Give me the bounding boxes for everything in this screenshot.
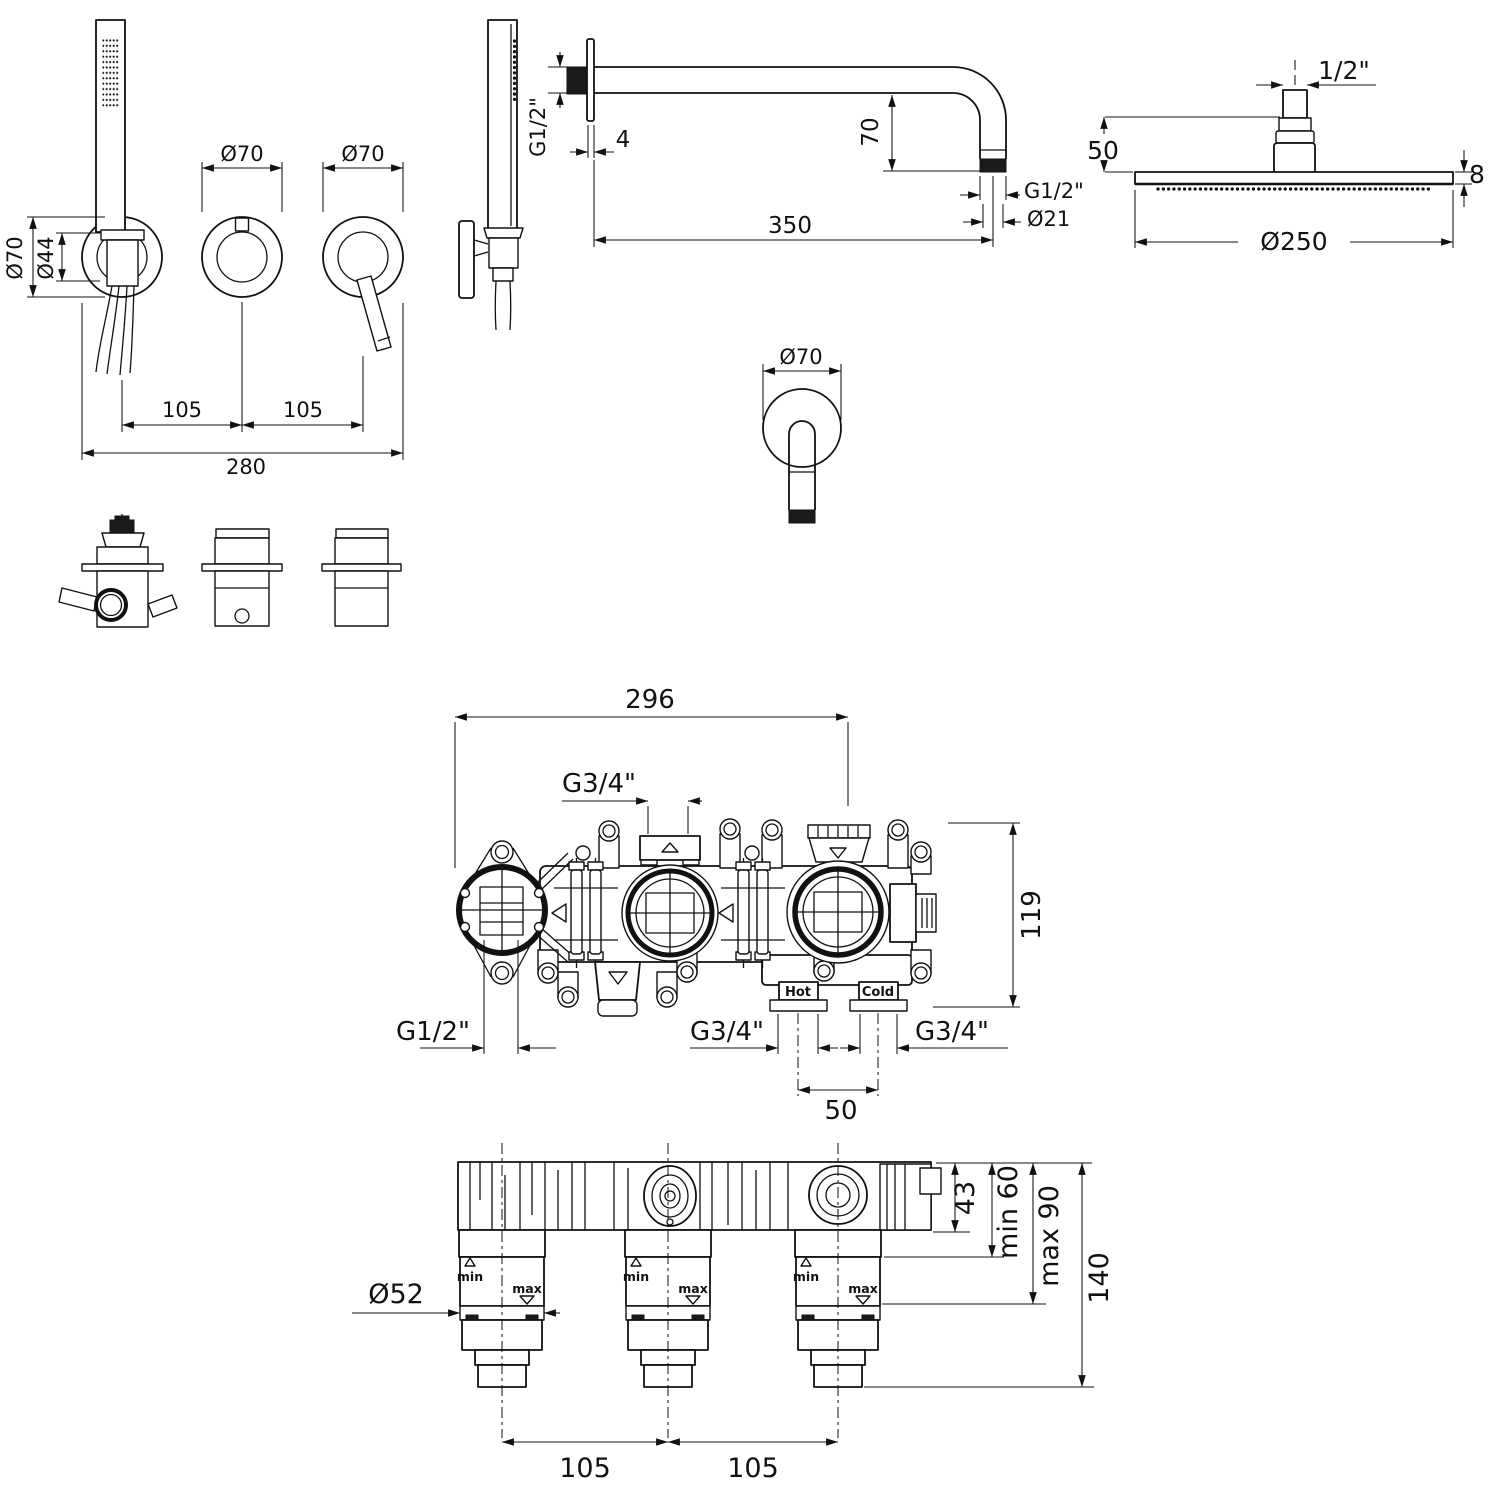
- view-rough-parts: [58, 514, 402, 628]
- arm-tube: [594, 66, 1007, 159]
- arm-end-thread: [979, 158, 1007, 173]
- view-shower-arm: G1/2" 4 70 350 G1/2" Ø21: [526, 38, 1084, 247]
- dim-elbow-dia: Ø70: [779, 345, 822, 369]
- dim-arm-drop: 70: [858, 117, 884, 146]
- holder-wall-plate: [458, 220, 475, 299]
- dim-head-height: 50: [1087, 136, 1119, 165]
- handset-side-wand: [487, 19, 518, 231]
- dim-arm-end-thread: G1/2": [1024, 179, 1084, 203]
- arm-wall-flange: [586, 38, 595, 122]
- dim-min-60: min 60: [993, 1165, 1024, 1259]
- dim-arm-end-dia: Ø21: [1027, 207, 1070, 231]
- part-holder-side: [58, 514, 178, 628]
- dim-trim-dia70-left: Ø70: [3, 236, 27, 279]
- dim-cartridge-dia: Ø52: [368, 1279, 424, 1310]
- valve-side-dims: 43 min 60 max 90 140 Ø52 105 105: [352, 1162, 1115, 1484]
- dim-valve-inlet-spacing: 50: [824, 1096, 857, 1126]
- thermostat-knob: [201, 216, 283, 298]
- view-shower-head: 1/2" 50 8 Ø250: [1087, 56, 1485, 256]
- elbow-dims: Ø70: [762, 345, 842, 420]
- cart2-max: max: [678, 1281, 708, 1296]
- mounting-ears: [537, 818, 932, 1008]
- clamp-left: [551, 858, 618, 968]
- dim-trim-span-left: 105: [162, 398, 202, 422]
- dim-head-thread: 1/2": [1318, 56, 1370, 85]
- dim-total-140: 140: [1084, 1252, 1115, 1304]
- holder-cup: [483, 227, 524, 239]
- head-dims: 1/2" 50 8 Ø250: [1087, 56, 1485, 256]
- head-plate: [1134, 171, 1454, 185]
- hot-inlet: Hot: [769, 981, 828, 1012]
- dim-valve-width: 296: [625, 685, 675, 715]
- trim-front-dims: Ø70 Ø44 Ø70 Ø70 105 105 280: [3, 142, 404, 479]
- part-valve-side: [321, 528, 402, 627]
- dim-head-dia: Ø250: [1260, 227, 1327, 256]
- arm-dims: G1/2" 4 70 350 G1/2" Ø21: [526, 52, 1084, 247]
- dim-trim-total: 280: [226, 455, 266, 479]
- handset-holder: [81, 19, 163, 376]
- cold-inlet: Cold: [849, 981, 908, 1012]
- dim-trim-dia70-right: Ø70: [341, 142, 384, 166]
- cart1-min: min: [457, 1269, 483, 1284]
- dim-max-90: max 90: [1034, 1185, 1065, 1287]
- elbow-thread: [788, 509, 816, 524]
- top-outlet-port: [639, 835, 701, 866]
- dim-valve-hot-port: G3/4": [690, 1017, 764, 1047]
- lever-knob: [322, 216, 404, 352]
- view-valve-front: Hot Cold: [396, 685, 1047, 1126]
- side-port: [889, 883, 937, 943]
- dim-depth-43: 43: [950, 1181, 981, 1215]
- elbow-tube: [788, 420, 816, 510]
- dim-arm-flange-thickness: 4: [616, 127, 631, 153]
- dim-side-span-left: 105: [559, 1453, 611, 1484]
- valve-front-dims: 296 G3/4" 119 G1/2" G3/4" G3/4": [396, 685, 1047, 1126]
- dim-valve-cold-port: G3/4": [915, 1017, 989, 1047]
- hose: [95, 285, 113, 373]
- dim-valve-top-port: G3/4": [562, 769, 636, 799]
- hose-side: [494, 280, 497, 331]
- bottom-outlet-port: [594, 961, 641, 1017]
- dim-valve-height: 119: [1017, 890, 1047, 940]
- lever-handle: [356, 275, 392, 352]
- view-handset-side: [458, 19, 524, 331]
- left-valve-circle: [456, 840, 574, 985]
- cart2-min: min: [623, 1269, 649, 1284]
- cart3-min: min: [793, 1269, 819, 1284]
- dim-arm-wall-thread: G1/2": [526, 97, 550, 157]
- dim-arm-length: 350: [768, 213, 812, 239]
- center-valve-circle: [621, 864, 719, 962]
- right-valve-circle: [786, 860, 890, 964]
- view-valve-side: min max min max min max 43 min 60 max 90…: [352, 1143, 1115, 1484]
- knurled-cap: [807, 824, 871, 863]
- elbow-escutcheon: [762, 388, 842, 468]
- clamp-right: [718, 858, 785, 968]
- hot-label: Hot: [785, 985, 811, 1000]
- dim-valve-left-port: G1/2": [396, 1017, 470, 1047]
- dim-trim-dia44: Ø44: [34, 236, 58, 279]
- cart3-max: max: [848, 1281, 878, 1296]
- head-ball-joint: [1273, 142, 1316, 174]
- dim-side-span-right: 105: [727, 1453, 779, 1484]
- arm-wall-thread: [566, 66, 588, 95]
- dim-trim-dia70-mid: Ø70: [220, 142, 263, 166]
- cart1-max: max: [512, 1281, 542, 1296]
- view-trim-front: Ø70 Ø44 Ø70 Ø70 105 105 280: [3, 19, 404, 479]
- part-thermostat-side: [201, 528, 283, 627]
- view-wall-elbow: Ø70: [762, 345, 842, 524]
- cold-label: Cold: [862, 985, 894, 1000]
- dim-head-thickness: 8: [1469, 160, 1485, 189]
- head-thread-tube: [1282, 89, 1308, 119]
- dim-trim-span-right: 105: [283, 398, 323, 422]
- handset-spray-face: [102, 38, 120, 108]
